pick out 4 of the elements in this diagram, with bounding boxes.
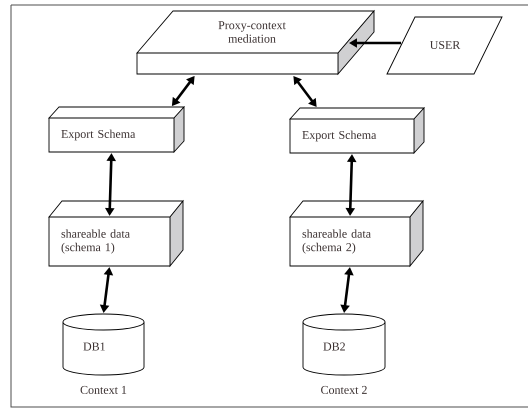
database-cylinder: DB2 <box>302 314 386 376</box>
node-label: Context 2 <box>321 386 367 394</box>
node-label: Context 1 <box>80 386 126 394</box>
database-cylinder: DB1 <box>62 314 144 376</box>
